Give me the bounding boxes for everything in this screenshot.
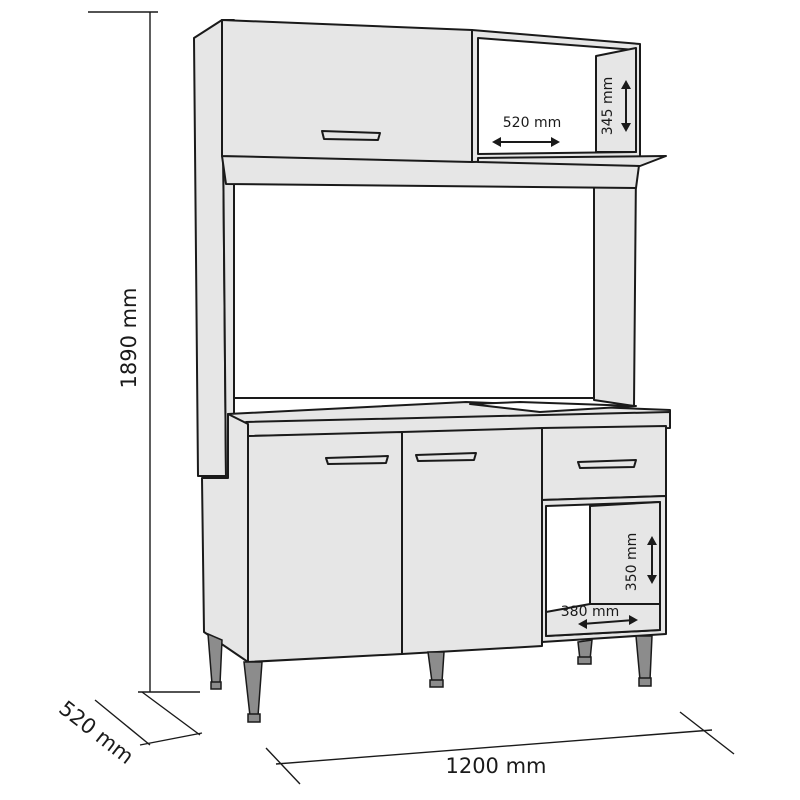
leg-front-right xyxy=(635,635,653,681)
leg-back-left xyxy=(207,632,223,685)
back-panel xyxy=(227,181,597,399)
depth-label: 520 mm xyxy=(54,696,138,769)
left-door-handle[interactable] xyxy=(325,455,389,465)
lower-niche-width-arrow xyxy=(581,619,635,625)
base-cabinet: 380 mm 350 mm xyxy=(201,401,671,723)
upper-niche-height-label: 345 mm xyxy=(600,77,616,135)
right-side-panel xyxy=(593,167,637,407)
height-label: 1890 mm xyxy=(117,287,141,388)
height-dimension: 1890 mm xyxy=(88,11,200,693)
upper-cabinet-door[interactable] xyxy=(221,19,473,163)
width-dimension: 1200 mm xyxy=(265,711,735,785)
drawer-front[interactable] xyxy=(541,425,667,501)
base-door-right[interactable] xyxy=(401,427,543,655)
depth-dimension: 520 mm xyxy=(54,691,203,769)
base-door-left[interactable] xyxy=(247,431,403,663)
leg-front-left xyxy=(243,661,263,717)
upper-door-handle[interactable] xyxy=(321,130,381,141)
sink-recess xyxy=(469,401,637,413)
leg-middle xyxy=(427,651,445,683)
upper-niche-width-label: 520 mm xyxy=(503,115,561,131)
lower-niche-width-label: 380 mm xyxy=(561,604,619,620)
right-door-handle[interactable] xyxy=(415,452,477,462)
lower-niche-floor xyxy=(545,603,661,637)
niche-shelf xyxy=(477,155,667,167)
width-label: 1200 mm xyxy=(445,754,546,778)
base-left-side xyxy=(201,413,249,663)
lower-niche-height-label: 350 mm xyxy=(624,533,640,591)
drawer-handle[interactable] xyxy=(577,459,637,469)
